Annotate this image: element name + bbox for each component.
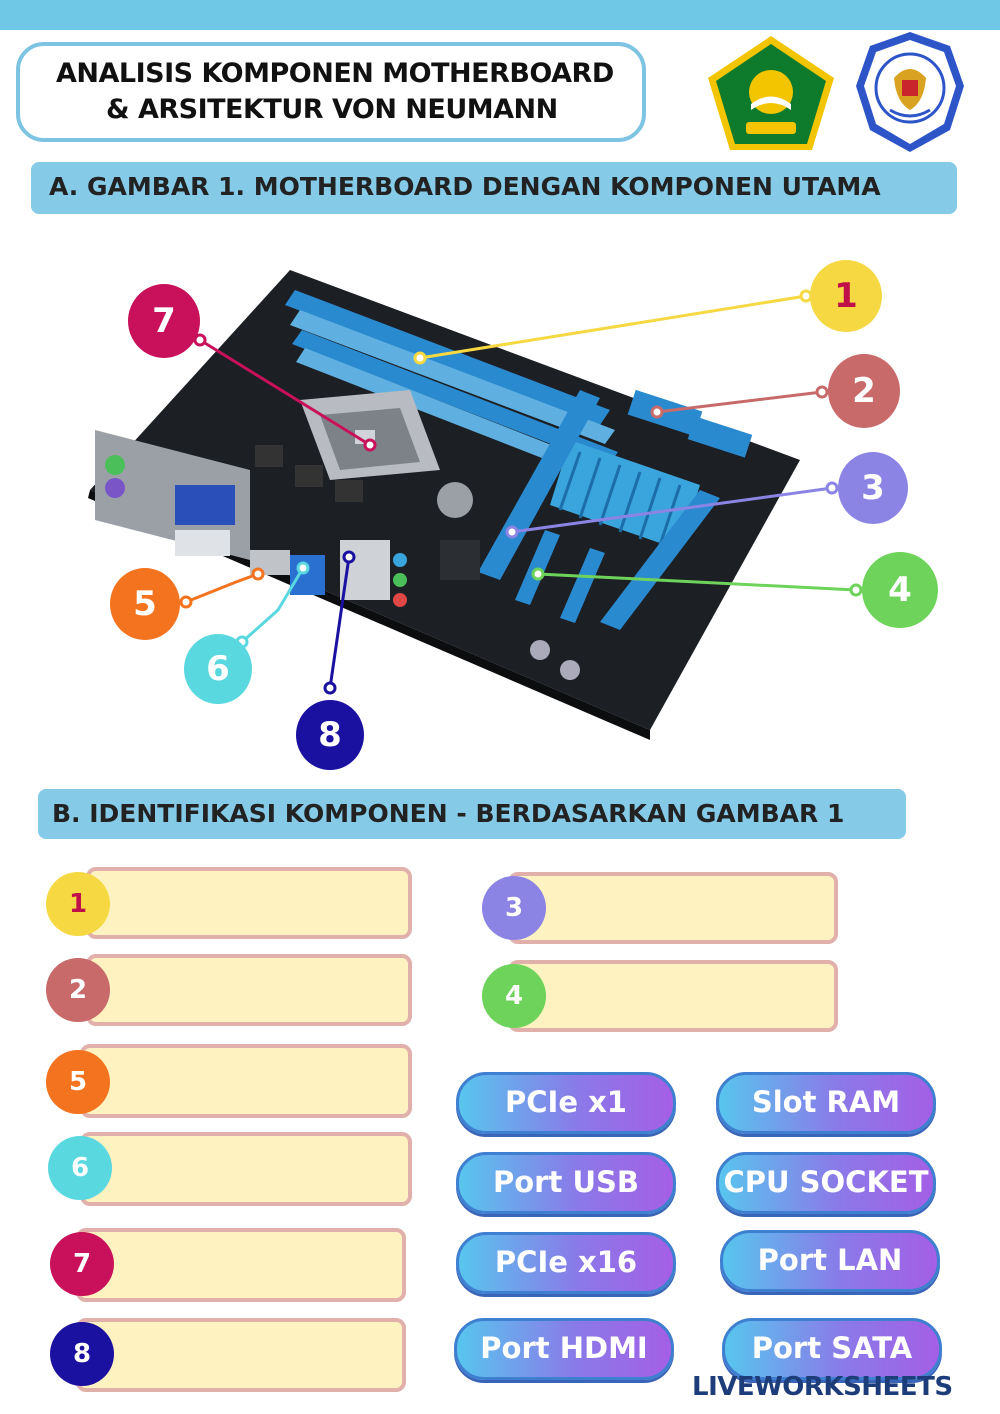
answer-box-4[interactable] — [508, 960, 838, 1032]
callout-6: 6 — [184, 634, 252, 704]
answer-box-3[interactable] — [508, 872, 838, 944]
answer-box-6[interactable] — [80, 1132, 412, 1206]
answer-number-8: 8 — [50, 1322, 114, 1386]
answer-number-3: 3 — [482, 876, 546, 940]
answer-box-7[interactable] — [76, 1228, 406, 1302]
option-cpu-socket[interactable]: CPU SOCKET — [716, 1152, 936, 1214]
page-title-line2: & ARSITEKTUR VON NEUMANN — [106, 94, 728, 125]
section-b-heading: B. IDENTIFIKASI KOMPONEN - BERDASARKAN G… — [38, 789, 906, 839]
answer-number-7: 7 — [50, 1232, 114, 1296]
section-a-heading: A. GAMBAR 1. MOTHERBOARD DENGAN KOMPONEN… — [31, 162, 957, 214]
option-port-sata[interactable]: Port SATA — [722, 1318, 942, 1380]
school-logo — [854, 30, 966, 154]
callout-3: 3 — [838, 452, 908, 524]
option-port-hdmi[interactable]: Port HDMI — [454, 1318, 674, 1380]
answer-number-6: 6 — [48, 1136, 112, 1200]
kemenag-logo — [706, 34, 836, 152]
answer-number-4: 4 — [482, 964, 546, 1028]
answer-box-8[interactable] — [76, 1318, 406, 1392]
callout-7: 7 — [128, 284, 200, 358]
answer-number-2: 2 — [46, 958, 110, 1022]
answer-box-1[interactable] — [86, 867, 412, 939]
answer-box-2[interactable] — [86, 954, 412, 1026]
page-title-line1: ANALISIS KOMPONEN MOTHERBOARD — [56, 58, 678, 89]
callout-2: 2 — [828, 354, 900, 428]
answer-box-5[interactable] — [80, 1044, 412, 1118]
option-port-lan[interactable]: Port LAN — [720, 1230, 940, 1292]
option-port-usb[interactable]: Port USB — [456, 1152, 676, 1214]
option-pcie-x1[interactable]: PCIe x1 — [456, 1072, 676, 1134]
title-box: ANALISIS KOMPONEN MOTHERBOARD & ARSITEKT… — [16, 42, 646, 142]
liveworksheets-logo: LIVEWORKSHEETS — [692, 1372, 953, 1402]
top-banner — [0, 0, 1000, 30]
callout-1: 1 — [810, 260, 882, 332]
callout-8: 8 — [296, 700, 364, 770]
callout-5: 5 — [110, 568, 180, 640]
callout-4: 4 — [862, 552, 938, 628]
option-pcie-x16[interactable]: PCIe x16 — [456, 1232, 676, 1294]
option-slot-ram[interactable]: Slot RAM — [716, 1072, 936, 1134]
answer-number-1: 1 — [46, 872, 110, 936]
answer-number-5: 5 — [46, 1050, 110, 1114]
